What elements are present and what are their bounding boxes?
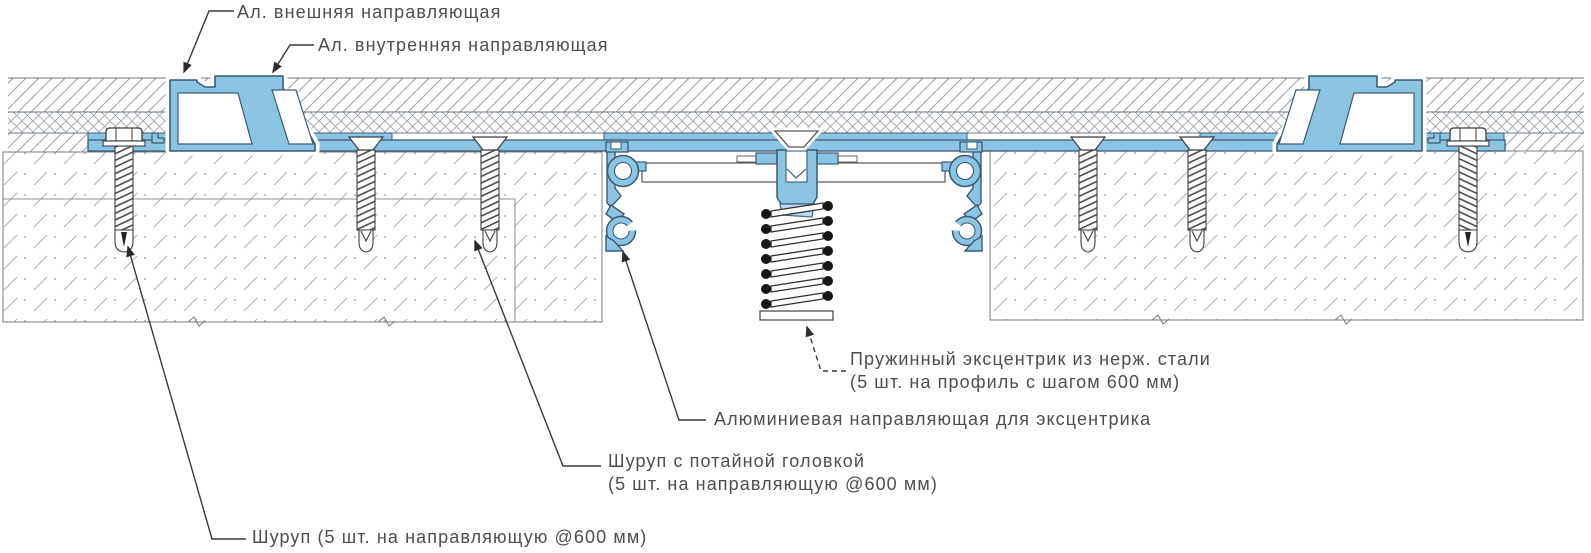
callout-countersunk-screw-line1: Шуруп с потайной головкой: [608, 451, 866, 471]
substrate-left: [2, 151, 603, 327]
callout-countersunk-screw: Шуруп с потайной головкой (5 шт. на напр…: [608, 450, 938, 496]
callout-spring-eccentric: Пружинный эксцентрик из нерж. стали (5 ш…: [850, 348, 1211, 394]
callout-spring-eccentric-line1: Пружинный эксцентрик из нерж. стали: [850, 349, 1211, 369]
callout-spring-eccentric-line2: (5 шт. на профиль с шагом 600 мм): [850, 372, 1181, 392]
leader-screw: [126, 245, 246, 540]
leader-outer-guide: [183, 10, 234, 74]
callout-eccentric-guide: Алюминиевая направляющая для эксцентрика: [714, 409, 1152, 429]
callout-inner-guide: Ал. внутренняя направляющая: [318, 35, 609, 55]
leader-countersunk-screw: [474, 239, 601, 467]
leader-eccentric-guide: [621, 250, 706, 421]
callout-screw: Шуруп (5 шт. на направляющую @600 мм): [252, 527, 648, 547]
leader-inner-guide: [272, 44, 314, 74]
callout-countersunk-screw-line2: (5 шт. на направляющую @600 мм): [608, 474, 938, 494]
spring-eccentric: [759, 201, 834, 321]
callout-outer-guide: Ал. внешняя направляющая: [237, 2, 502, 22]
eccentric-bracket: [736, 127, 858, 218]
eccentric-guide-rail-right: [940, 141, 983, 252]
leader-lines: [126, 10, 846, 540]
leader-spring-eccentric: [805, 325, 846, 372]
eccentric-guide-rail-left: [605, 141, 648, 252]
